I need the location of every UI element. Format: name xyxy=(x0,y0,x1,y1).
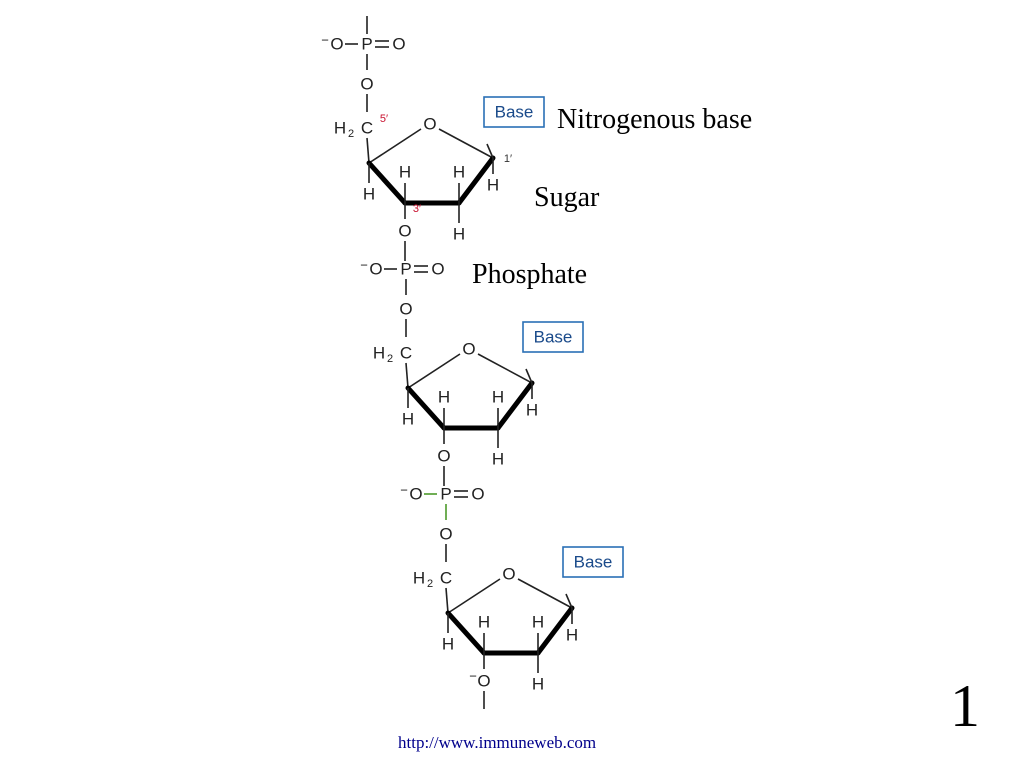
c2-hydrogen-up: H xyxy=(492,388,504,407)
c1-base-bond xyxy=(525,368,533,384)
base-box xyxy=(562,546,624,578)
base-box xyxy=(483,96,545,128)
c1-base-bond xyxy=(486,143,494,159)
c5-c4-bond xyxy=(445,587,449,614)
c1-hydrogen: H xyxy=(526,401,538,420)
phosphorus-atom: P xyxy=(400,260,411,279)
c3-oxygen: O xyxy=(398,222,411,241)
ring-oxygen-c1-bond xyxy=(477,353,533,384)
c5-carbon: C xyxy=(440,569,452,588)
ring-oxygen: O xyxy=(462,340,475,359)
page-number: 1 xyxy=(950,673,980,739)
h2-subscript: 2 xyxy=(427,578,433,590)
c3-hydrogen: H xyxy=(438,388,450,407)
phosphate-oxygen-right: O xyxy=(392,35,405,54)
source-url-link[interactable]: http://www.immuneweb.com xyxy=(398,733,597,752)
c1-hydrogen: H xyxy=(487,176,499,195)
c2-hydrogen-up: H xyxy=(453,163,465,182)
label-nitrogenous-base: Nitrogenous base xyxy=(557,104,753,135)
c4-ring-oxygen-bond xyxy=(368,128,422,164)
c3-hydrogen: H xyxy=(478,613,490,632)
c4-ring-oxygen-bond xyxy=(407,353,461,389)
c4-c3-bond xyxy=(405,385,447,431)
c2-hydrogen-down: H xyxy=(453,225,465,244)
label-sugar: Sugar xyxy=(534,182,600,213)
c2-c1-bond xyxy=(535,605,575,656)
base-box xyxy=(522,321,584,353)
base-label: Base xyxy=(574,553,613,572)
base-label: Base xyxy=(534,328,573,347)
h2-hydrogen: H xyxy=(334,119,346,138)
h2-subscript: 2 xyxy=(387,353,393,365)
c4-c3-bond xyxy=(366,160,408,206)
h2-hydrogen: H xyxy=(413,569,425,588)
bridging-oxygen: O xyxy=(439,525,452,544)
c5-c4-bond xyxy=(405,362,409,389)
label-phosphate: Phosphate xyxy=(472,259,588,290)
c3-oxygen: O xyxy=(477,672,490,691)
h2-hydrogen: H xyxy=(373,344,385,363)
bridging-oxygen: O xyxy=(399,300,412,319)
five-prime-label: 5′ xyxy=(380,113,388,125)
phosphorus-atom: P xyxy=(440,485,451,504)
phosphate-oxygen-right: O xyxy=(431,260,444,279)
negative-charge-sign: − xyxy=(321,33,329,48)
c2-c1-bond xyxy=(456,155,496,206)
c1-base-bond xyxy=(565,593,573,609)
terminal-negative-charge: − xyxy=(469,669,477,684)
negative-charge-sign: − xyxy=(400,483,408,498)
c5-carbon: C xyxy=(361,119,373,138)
phosphate-oxygen-left: O xyxy=(369,260,382,279)
c4-hydrogen: H xyxy=(363,185,375,204)
ring-oxygen-c1-bond xyxy=(438,128,494,159)
c2-c1-bond xyxy=(495,380,535,431)
c4-hydrogen: H xyxy=(402,410,414,429)
bridging-oxygen: O xyxy=(360,75,373,94)
c3-oxygen: O xyxy=(437,447,450,466)
c4-hydrogen: H xyxy=(442,635,454,654)
h2-subscript: 2 xyxy=(348,128,354,140)
phosphate-oxygen-left: O xyxy=(330,35,343,54)
c2-hydrogen-up: H xyxy=(532,613,544,632)
c2-hydrogen-down: H xyxy=(532,675,544,694)
phosphate-oxygen-left: O xyxy=(409,485,422,504)
negative-charge-sign: − xyxy=(360,258,368,273)
ring-oxygen: O xyxy=(423,115,436,134)
phosphate-oxygen-right: O xyxy=(471,485,484,504)
c5-c4-bond xyxy=(366,137,370,164)
three-prime-label: 3′ xyxy=(413,203,421,215)
c4-c3-bond xyxy=(445,610,487,656)
c1-hydrogen: H xyxy=(566,626,578,645)
ring-oxygen: O xyxy=(502,565,515,584)
c3-hydrogen: H xyxy=(399,163,411,182)
c2-hydrogen-down: H xyxy=(492,450,504,469)
ring-oxygen-c1-bond xyxy=(517,578,573,609)
base-label: Base xyxy=(495,103,534,122)
one-prime-label: 1′ xyxy=(504,153,512,165)
c5-carbon: C xyxy=(400,344,412,363)
c4-ring-oxygen-bond xyxy=(447,578,501,614)
phosphorus-atom: P xyxy=(361,35,372,54)
